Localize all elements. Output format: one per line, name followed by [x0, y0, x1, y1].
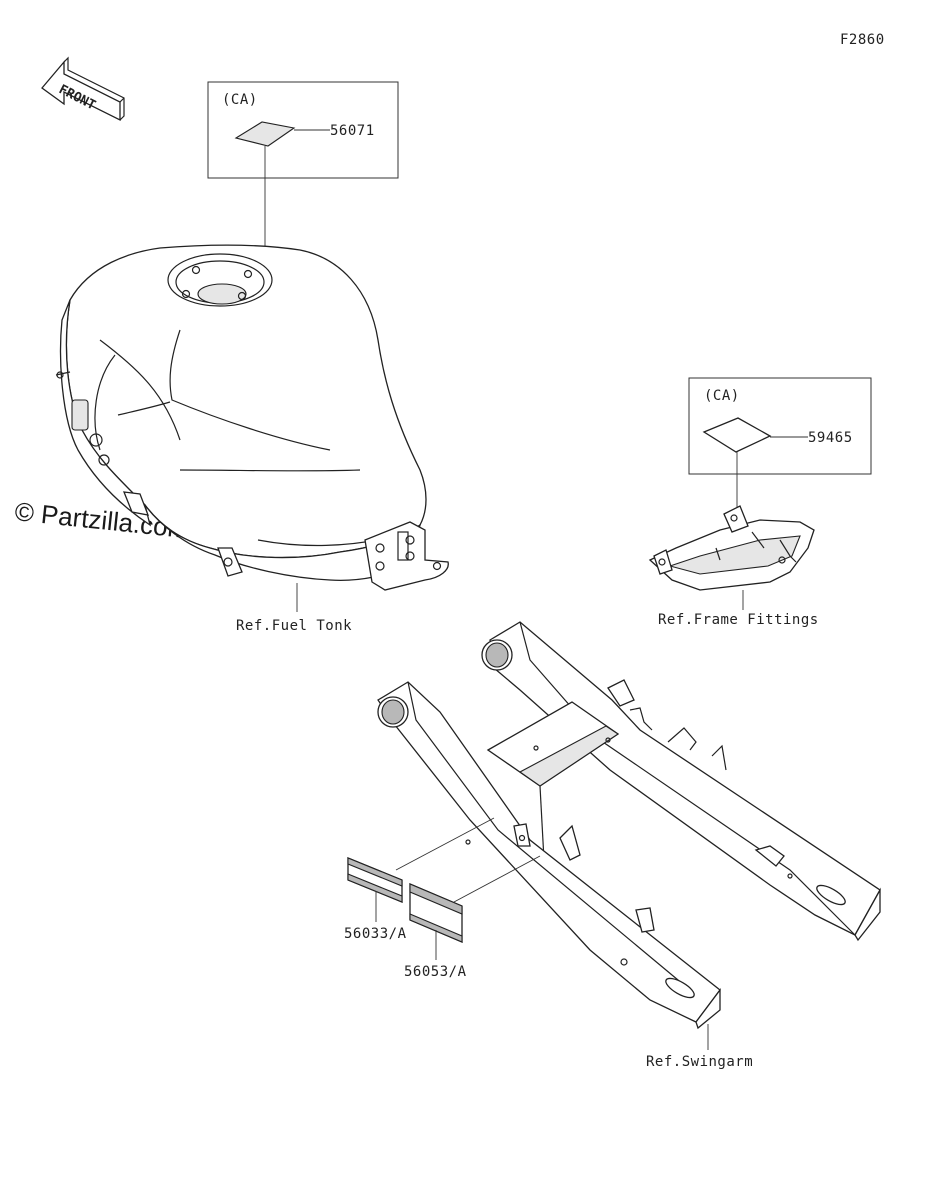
label-56033-icon: [347, 857, 403, 903]
fuel-tank-drawing: [55, 244, 449, 591]
ref-swingarm: Ref.Swingarm: [646, 1054, 753, 1070]
part-number-56033a: 56033/A: [344, 926, 407, 942]
frame-fitting-drawing: [648, 505, 815, 591]
label-59465-icon: [702, 417, 772, 453]
label-56071-icon: [234, 121, 296, 147]
swingarm-drawing: [377, 621, 881, 1030]
label-56053-icon: [409, 883, 463, 943]
front-arrow-icon: FRONT: [41, 56, 125, 122]
part-number-59465: 59465: [808, 430, 853, 446]
part-number-56071: 56071: [330, 123, 375, 139]
ref-fuel-tank: Ref.Fuel Tonk: [236, 618, 352, 634]
tank-callout-region: (CA): [222, 92, 258, 108]
frame-callout-box: (CA) 59465: [688, 377, 872, 475]
part-number-56053a: 56053/A: [404, 964, 467, 980]
diagram-code: F2860: [840, 32, 885, 48]
ref-frame-fittings: Ref.Frame Fittings: [658, 612, 819, 628]
frame-callout-region: (CA): [704, 388, 740, 404]
tank-callout-box: (CA) 56071: [207, 81, 399, 179]
